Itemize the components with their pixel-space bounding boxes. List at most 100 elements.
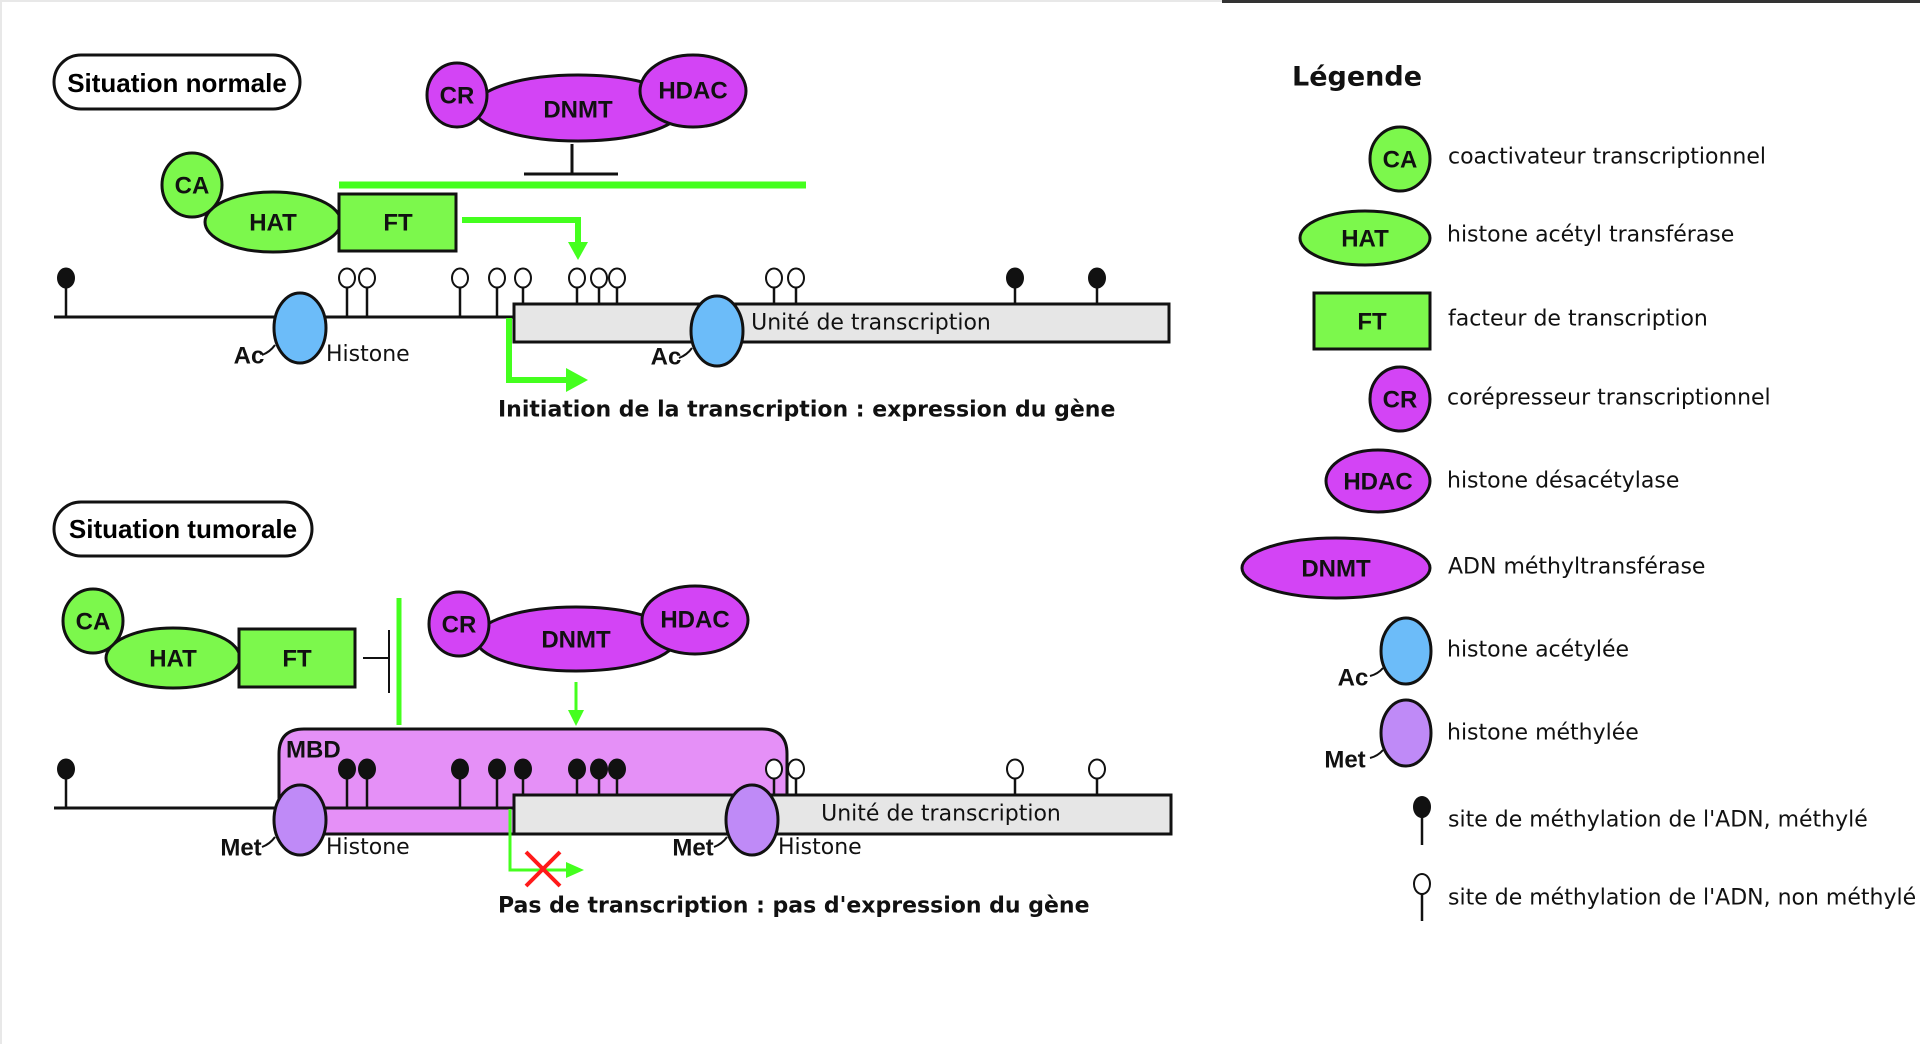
methylated-site-icon xyxy=(358,758,376,780)
transcription-unit xyxy=(512,793,1173,836)
normal-title: Situation normale xyxy=(67,68,287,98)
hat-label: HAT xyxy=(249,210,297,237)
ac-label-2: Ac xyxy=(651,344,682,371)
dnmt-label: DNMT xyxy=(543,97,613,124)
hdac-shape xyxy=(638,53,748,129)
ft-shape xyxy=(237,627,357,689)
dnmt-arrowhead xyxy=(568,710,584,726)
legend-met-link xyxy=(1369,749,1384,759)
methylated-site-icon xyxy=(1006,267,1024,289)
methylated-site-icon xyxy=(338,758,356,780)
normal-section: Situation normale DNMT HDAC CR CA HAT FT… xyxy=(52,53,1171,423)
cr-label: CR xyxy=(442,612,477,639)
unmethylated-site-icon xyxy=(568,267,586,289)
cr-label: CR xyxy=(440,83,475,110)
methylated-site-icon xyxy=(488,758,506,780)
ft-activation-arrow xyxy=(462,217,581,244)
unmethylated-site-icon xyxy=(590,267,608,289)
histone-acetylated-2 xyxy=(689,294,745,368)
tumor-title: Situation tumorale xyxy=(69,514,297,544)
cr-shape xyxy=(427,590,491,658)
methylated-site-icon xyxy=(608,758,626,780)
legend-item-label: ADN méthyltransférase xyxy=(1448,555,1705,580)
tumor-caption: Pas de transcription : pas d'expression … xyxy=(498,894,1090,919)
transcription-unit-label: Unité de transcription xyxy=(821,802,1061,827)
legend-ca-shape xyxy=(1368,125,1432,193)
unmethylated-site-icon xyxy=(765,758,783,780)
methylated-site-icon xyxy=(451,758,469,780)
histone-label: Histone xyxy=(326,342,410,367)
legend-item-label: corépresseur transcriptionnel xyxy=(1447,386,1771,411)
methylation-sites xyxy=(57,267,1106,317)
legend-dnmt-shape xyxy=(1240,536,1432,600)
legend-item-label: histone méthylée xyxy=(1447,721,1639,746)
tumor-section: Situation tumorale CA HAT FT DNMT HDAC C… xyxy=(52,500,1173,919)
legend-histone-acetylated xyxy=(1379,616,1433,686)
ac-link-2 xyxy=(678,347,693,359)
legend-item-label: histone acétyl transférase xyxy=(1447,223,1734,248)
mbd-label: MBD xyxy=(286,737,341,764)
ac-label: Ac xyxy=(234,343,265,370)
legend-hat-shape xyxy=(1298,209,1432,267)
unmethylated-site-icon xyxy=(488,267,506,289)
legend-unmethylated-site-icon xyxy=(1413,873,1431,895)
cr-shape xyxy=(425,61,489,129)
normal-caption: Initiation de la transcription : express… xyxy=(498,398,1115,423)
legend-met-symbol: Met xyxy=(1324,747,1365,774)
legend-item-label: site de méthylation de l'ADN, non méthyl… xyxy=(1448,886,1916,911)
legend-histone-methylated xyxy=(1379,698,1433,768)
ft-shape xyxy=(337,192,458,253)
transcription-unit xyxy=(512,302,1171,344)
legend-hdac-symbol: HDAC xyxy=(1343,469,1412,496)
legend-item-label: histone acétylée xyxy=(1447,638,1629,663)
tss-arrowhead xyxy=(566,368,588,392)
blocked-x-icon-2 xyxy=(524,850,562,888)
met-label-2: Met xyxy=(672,835,713,862)
legend-dnmt-symbol: DNMT xyxy=(1301,556,1371,583)
legend-item-label: facteur de transcription xyxy=(1448,307,1708,332)
legend-ca-symbol: CA xyxy=(1383,147,1418,174)
tumor-title-pill xyxy=(52,500,314,558)
legend-methylated-site-icon xyxy=(1413,796,1431,818)
ca-shape xyxy=(160,151,224,219)
unmethylated-site-icon xyxy=(358,267,376,289)
ft-activation-arrowhead xyxy=(568,242,588,260)
legend-item-label: site de méthylation de l'ADN, méthylé xyxy=(1448,808,1868,833)
tss-arrowhead xyxy=(566,862,584,878)
histone-label-2: Histone xyxy=(778,835,862,860)
legend-ft-symbol: FT xyxy=(1357,309,1387,336)
ca-label: CA xyxy=(175,173,210,200)
hdac-label: HDAC xyxy=(660,607,729,634)
transcription-unit-label: Unité de transcription xyxy=(751,311,991,336)
methylated-site-icon xyxy=(57,758,75,780)
unmethylated-site-icon xyxy=(1006,758,1024,780)
ac-link xyxy=(261,344,276,356)
legend-ac-link xyxy=(1369,667,1384,677)
unmethylated-site-icon xyxy=(338,267,356,289)
methylated-site-icon xyxy=(57,267,75,289)
methylated-site-icon xyxy=(1088,267,1106,289)
unmethylated-site-icon xyxy=(608,267,626,289)
histone-methylated-2 xyxy=(724,783,780,857)
methylated-site-icon xyxy=(590,758,608,780)
ca-label: CA xyxy=(76,609,111,636)
histone-acetylated xyxy=(272,291,328,365)
legend-hdac-shape xyxy=(1324,448,1432,514)
methylated-site-icon xyxy=(514,758,532,780)
methylation-sites xyxy=(57,758,1106,808)
unmethylated-site-icon xyxy=(514,267,532,289)
ft-label: FT xyxy=(383,210,413,237)
hat-label: HAT xyxy=(149,646,197,673)
ca-shape xyxy=(61,587,125,655)
legend-cr-symbol: CR xyxy=(1383,387,1418,414)
unmethylated-site-icon xyxy=(1088,758,1106,780)
hdac-label: HDAC xyxy=(658,78,727,105)
met-label: Met xyxy=(220,835,261,862)
unmethylated-site-icon xyxy=(787,267,805,289)
dnmt-label: DNMT xyxy=(541,627,611,654)
tss-arrow xyxy=(508,809,570,872)
histone-label: Histone xyxy=(326,835,410,860)
tss-arrow xyxy=(506,318,570,383)
legend-cr-shape xyxy=(1368,365,1432,433)
